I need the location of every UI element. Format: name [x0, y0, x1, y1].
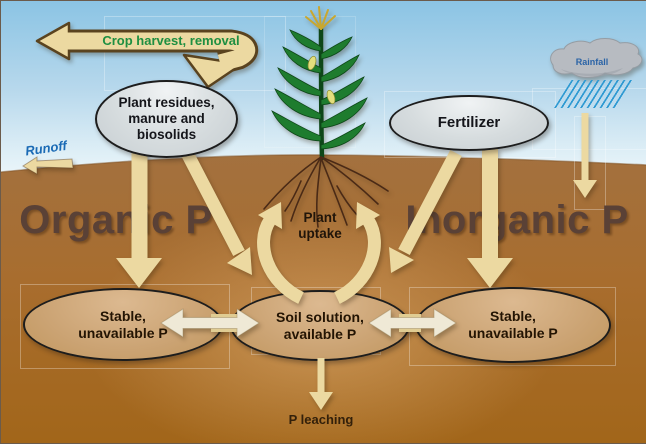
crop-harvest-arrow — [35, 21, 259, 89]
node-label-line: Plant residues, — [118, 95, 215, 111]
node-label-line: Soil solution, — [276, 308, 364, 325]
plant-uptake-label: Plant uptake — [284, 210, 356, 242]
fertilizer-to-stable-arrow — [467, 148, 513, 288]
exchange-arrow-right — [368, 308, 457, 338]
p-leaching-label: P leaching — [288, 412, 354, 427]
node-stable-unavailable-p-right: Stable, unavailable P — [415, 287, 611, 363]
node-label-line: manure and — [128, 111, 205, 127]
rainfall-arrow — [573, 113, 597, 198]
residues-to-solution-arrow — [181, 150, 252, 275]
crop-harvest-label: Crop harvest, removal — [102, 33, 240, 48]
node-label-line: Stable, — [490, 308, 536, 325]
plant-uptake-line: Plant — [303, 210, 337, 225]
node-label-line: Fertilizer — [437, 114, 501, 132]
corn-plant-icon — [271, 6, 368, 161]
organic-p-title: Organic P — [19, 198, 213, 242]
residues-to-stable-arrow — [116, 151, 162, 288]
exchange-arrow-left — [160, 308, 260, 338]
p-leaching-arrow — [309, 358, 333, 410]
inorganic-p-title: Inorganic P — [405, 198, 629, 242]
plant-uptake-arc-right — [333, 202, 381, 304]
node-plant-residues: Plant residues, manure and biosolids — [95, 80, 238, 158]
runoff-arrow — [22, 156, 74, 175]
node-label-line: unavailable P — [468, 325, 558, 341]
plant-uptake-line: uptake — [298, 226, 342, 242]
rainfall-label: Rainfall — [575, 57, 609, 67]
node-fertilizer: Fertilizer — [389, 95, 549, 151]
fertilizer-to-solution-arrow — [389, 149, 462, 273]
node-label-line: available P — [283, 325, 357, 342]
rain-cloud-icon — [550, 38, 643, 78]
corn-roots — [263, 156, 389, 228]
node-label-line: unavailable P — [78, 324, 168, 341]
node-label-line: Stable, — [100, 307, 146, 324]
plant-uptake-arc-left — [257, 202, 305, 304]
node-label-line: biosolids — [136, 126, 197, 142]
